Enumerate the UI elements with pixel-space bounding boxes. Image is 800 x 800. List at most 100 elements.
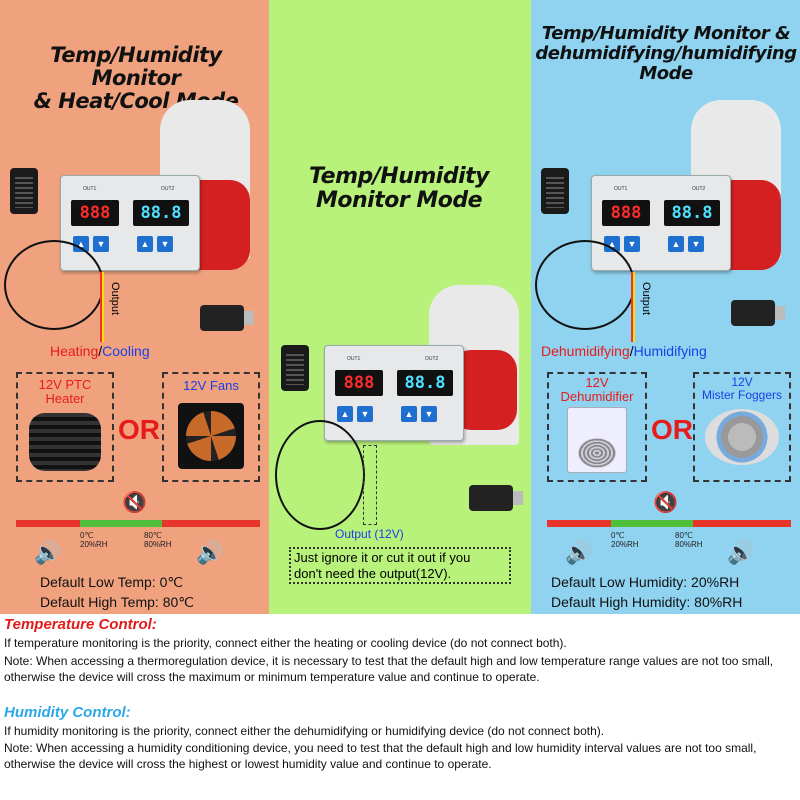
- humidity-display-right: 88.8: [664, 200, 720, 226]
- temperature-para-2: Note: When accessing a thermoregulation …: [4, 654, 774, 684]
- humidity-heading: Humidity Control:: [4, 704, 131, 721]
- up-button-mid-2[interactable]: ▲: [401, 406, 417, 422]
- down-button-2[interactable]: ▼: [157, 236, 173, 252]
- dehum-hum-modes: Dehumidifying/Humidifying: [541, 343, 707, 359]
- speaker-icon-right-r: 🔊: [727, 540, 755, 565]
- out2-label: OUT2: [161, 186, 175, 192]
- right-title-line3: Mode: [639, 62, 693, 84]
- range-bar-low-right: [547, 520, 611, 527]
- output-label-right: Output: [640, 282, 652, 316]
- fog-label-2: Mister Foggers: [701, 387, 783, 402]
- out1-label-mid: OUT1: [347, 356, 361, 362]
- fogger-image: [705, 409, 779, 466]
- high-tick-2: 80%RH: [144, 539, 172, 549]
- temp-display: 888: [71, 200, 119, 226]
- output-label-mid: Output (12V): [335, 527, 404, 541]
- middle-title-line1: Temp/Humidity: [309, 164, 489, 189]
- range-bar-ok: [80, 520, 162, 527]
- fans-box: 12V Fans: [162, 372, 260, 482]
- heater-box: 12V PTC Heater: [16, 372, 114, 482]
- temperature-para-1: If temperature monitoring is the priorit…: [4, 636, 567, 650]
- middle-title-line2: Monitor Mode: [315, 188, 483, 214]
- note-line2: don't need the output(12V).: [294, 565, 452, 581]
- output-wire-right: [631, 272, 635, 342]
- low-tick: 0℃ 20%RH: [80, 531, 108, 550]
- heater-label-1: 12V PTC: [38, 377, 92, 392]
- power-adapter: [200, 305, 254, 331]
- out1-label: OUT1: [83, 186, 97, 192]
- middle-title: Temp/Humidity Monitor Mode: [279, 164, 519, 214]
- high-tick-right-2: 80%RH: [675, 539, 703, 549]
- dehumidifying-label: Dehumidifying: [541, 343, 630, 359]
- power-adapter-mid: [469, 485, 523, 511]
- fan-image: [178, 403, 244, 469]
- range-bar-high-right: [693, 520, 791, 527]
- controller-device: OUT1 OUT2 888 88.8 ▲ ▼ ▲ ▼: [60, 175, 200, 271]
- dehumidifier-image: [567, 407, 627, 474]
- humidity-para-1: If humidity monitoring is the priority, …: [4, 724, 605, 738]
- sensor-probe-right: [541, 168, 569, 214]
- humidity-para-2: Note: When accessing a humidity conditio…: [4, 741, 757, 771]
- down-button[interactable]: ▼: [93, 236, 109, 252]
- heater-label-2: Heater: [45, 391, 85, 407]
- sensor-probe-mid: [281, 345, 309, 391]
- humidity-display-mid: 88.8: [397, 370, 453, 396]
- range-bar-low: [16, 520, 80, 527]
- low-tick-right-2: 20%RH: [611, 539, 639, 549]
- fog-label-1: 12V: [731, 375, 753, 389]
- temp-display-right: 888: [602, 200, 650, 226]
- default-low-temp: Default Low Temp: 0℃: [40, 574, 184, 590]
- down-button-mid-2[interactable]: ▼: [421, 406, 437, 422]
- controller-device-mid: OUT1 OUT2 888 88.8 ▲ ▼ ▲ ▼: [324, 345, 464, 441]
- low-tick-right-1: 0℃: [611, 531, 625, 540]
- sensor-cable-right: [535, 240, 635, 330]
- heat-cool-panel: Temp/Humidity Monitor & Heat/Cool Mode O…: [0, 0, 269, 614]
- down-button-mid[interactable]: ▼: [357, 406, 373, 422]
- right-title: Temp/Humidity Monitor & dehumidifying/hu…: [533, 24, 799, 83]
- dehum-label-2: Dehumidifier: [560, 388, 634, 404]
- sensor-cable: [4, 240, 104, 330]
- output-wire: [100, 272, 104, 342]
- up-button-right-2[interactable]: ▲: [668, 236, 684, 252]
- down-button-right[interactable]: ▼: [624, 236, 640, 252]
- left-title: Temp/Humidity Monitor & Heat/Cool Mode: [6, 43, 266, 113]
- up-button-2[interactable]: ▲: [137, 236, 153, 252]
- high-tick-1: 80℃: [144, 531, 162, 540]
- speaker-icon-left: 🔊: [34, 540, 62, 565]
- humidity-display: 88.8: [133, 200, 189, 226]
- power-adapter-right: [731, 300, 785, 326]
- right-title-line1: Temp/Humidity Monitor &: [541, 23, 791, 44]
- low-tick-1: 0℃: [80, 531, 94, 540]
- high-tick-right-1: 80℃: [675, 531, 693, 540]
- humidifying-label: Humidifying: [633, 343, 707, 359]
- high-tick: 80℃ 80%RH: [144, 531, 172, 550]
- monitor-panel: Temp/Humidity Monitor Mode OUT1 OUT2 888…: [269, 0, 531, 614]
- or-text-left: OR: [118, 414, 160, 445]
- temp-display-mid: 888: [335, 370, 383, 396]
- heater-image: [29, 412, 101, 471]
- out2-label-right: OUT2: [692, 186, 706, 192]
- out2-label-mid: OUT2: [425, 356, 439, 362]
- low-tick-right: 0℃ 20%RH: [611, 531, 639, 550]
- default-low-humidity: Default Low Humidity: 20%RH: [551, 574, 740, 590]
- sensor-cable-mid: [275, 420, 365, 530]
- up-button-mid[interactable]: ▲: [337, 406, 353, 422]
- output-wires-mid: [363, 445, 377, 525]
- range-bar-high: [162, 520, 260, 527]
- default-high-temp: Default High Temp: 80℃: [40, 594, 194, 610]
- speaker-icon-left-r: 🔊: [565, 540, 593, 565]
- cooling-label: Cooling: [102, 343, 150, 359]
- range-bar-ok-right: [611, 520, 693, 527]
- dehum-label-1: 12V: [585, 375, 609, 390]
- left-title-line1: Temp/Humidity Monitor: [50, 43, 222, 91]
- low-tick-2: 20%RH: [80, 539, 108, 549]
- down-button-right-2[interactable]: ▼: [688, 236, 704, 252]
- humidity-panel: Temp/Humidity Monitor & dehumidifying/hu…: [531, 0, 800, 614]
- mode-sep-right: /: [629, 343, 634, 359]
- ignore-note: Just ignore it or cut it out if you don'…: [289, 547, 511, 585]
- heating-label: Heating: [50, 343, 99, 359]
- out1-label-right: OUT1: [614, 186, 628, 192]
- speaker-icon-right: 🔊: [196, 540, 224, 565]
- foggers-box: 12V Mister Foggers: [693, 372, 791, 482]
- fans-label: 12V Fans: [183, 378, 239, 393]
